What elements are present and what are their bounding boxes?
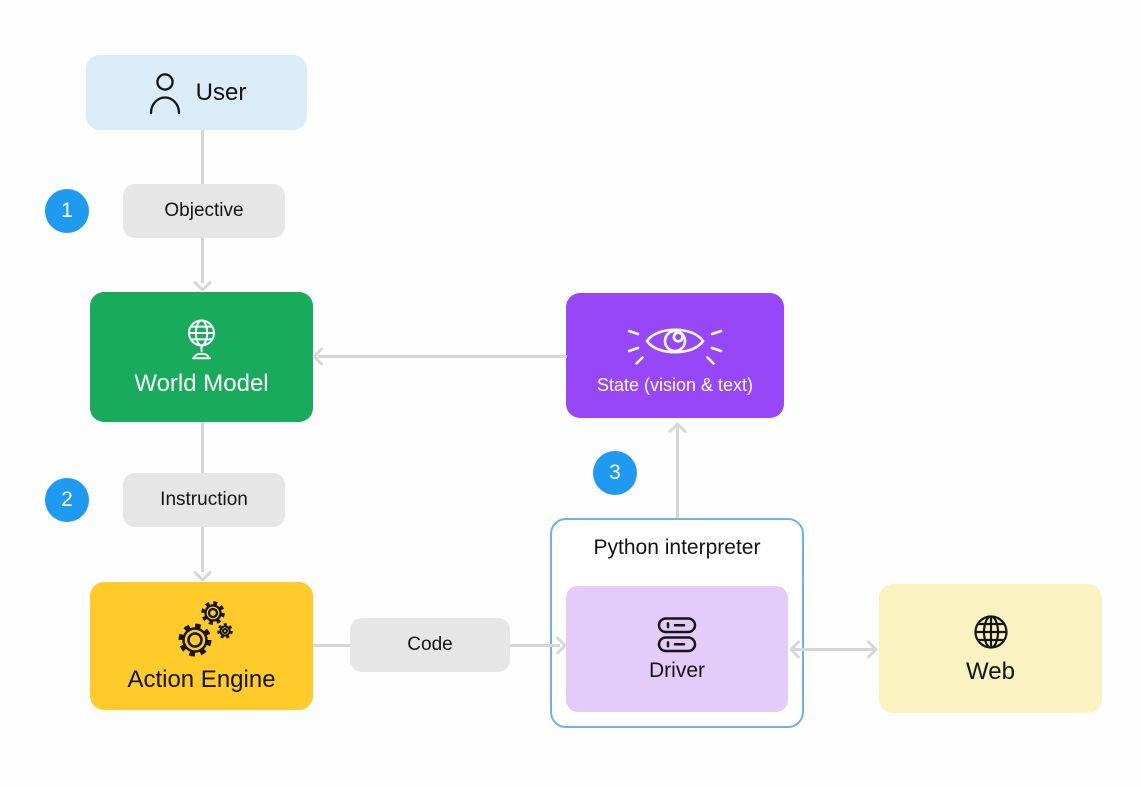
step-2-number: 2	[61, 488, 73, 511]
step-3-badge: 3	[593, 451, 637, 495]
line-action-engine-to-code	[313, 644, 350, 647]
python-interpreter-label: Python interpreter	[593, 536, 761, 559]
step-1-number: 1	[61, 199, 73, 222]
arrowhead-up-icon	[668, 422, 687, 433]
state-label: State (vision & text)	[596, 374, 754, 395]
arrowhead-down-icon	[193, 571, 212, 582]
gears-icon	[178, 601, 233, 657]
line-driver-to-state	[676, 426, 679, 518]
action-engine-node: Action Engine	[90, 582, 313, 710]
arrowhead-down-icon	[193, 281, 212, 292]
line-driver-to-web	[792, 648, 874, 651]
instruction-pill: Instruction	[123, 473, 285, 527]
driver-label: Driver	[649, 658, 705, 682]
arrowhead-right-icon	[867, 640, 878, 659]
web-globe-icon	[973, 614, 1008, 649]
objective-label: Objective	[164, 200, 244, 221]
code-label: Code	[407, 634, 453, 655]
eye-icon	[627, 328, 723, 365]
objective-pill: Objective	[123, 184, 285, 238]
web-node: Web	[879, 584, 1102, 713]
line-user-to-objective	[201, 130, 204, 184]
line-world-model-to-instruction	[201, 422, 204, 473]
code-pill: Code	[350, 618, 510, 672]
instruction-label: Instruction	[160, 489, 248, 510]
user-label: User	[195, 78, 247, 106]
line-state-to-world-model	[318, 355, 567, 358]
action-engine-label: Action Engine	[127, 666, 276, 693]
arrowhead-right-icon	[556, 636, 567, 655]
step-3-number: 3	[609, 461, 621, 484]
step-2-badge: 2	[45, 478, 89, 522]
step-1-badge: 1	[45, 189, 89, 233]
world-model-node: World Model	[90, 292, 313, 422]
person-icon	[149, 72, 180, 114]
arrowhead-left-icon	[789, 640, 800, 659]
state-node: State (vision & text)	[566, 293, 784, 418]
line-code-to-driver	[510, 644, 560, 647]
server-icon	[657, 616, 697, 652]
line-objective-to-world-model	[201, 238, 204, 283]
globe-stand-icon	[187, 319, 215, 359]
arrowhead-left-icon	[312, 347, 323, 366]
line-instruction-to-action-engine	[201, 527, 204, 572]
world-model-label: World Model	[134, 369, 269, 397]
web-label: Web	[966, 657, 1015, 685]
driver-node: Driver	[566, 586, 788, 712]
user-node: User	[86, 55, 307, 130]
